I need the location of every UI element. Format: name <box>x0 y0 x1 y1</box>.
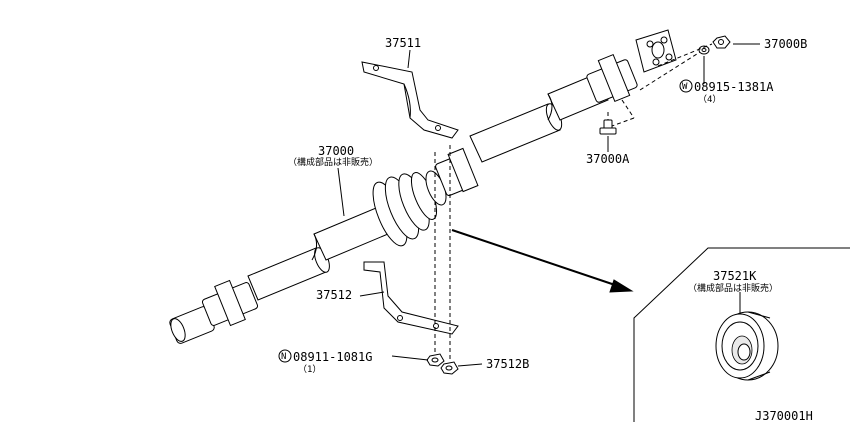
label-nut-symbol: N <box>281 352 286 362</box>
nut-symbol-circle <box>278 349 292 363</box>
label-37000-note: （構成部品は非販売） <box>288 156 378 168</box>
label-37000b: 37000B <box>764 37 807 51</box>
label-37512: 37512 <box>316 288 352 302</box>
bracket-37512 <box>363 261 459 335</box>
label-08915-1381a: 08915-1381A <box>694 80 774 94</box>
nut-37000b <box>712 35 731 49</box>
center-bearing-37521k <box>715 311 779 381</box>
bolt-37000a <box>599 119 617 135</box>
label-08911-1081g: 08911-1081G <box>293 350 372 364</box>
bracket-37511 <box>361 61 459 139</box>
label-37000: 37000 <box>318 144 354 158</box>
label-37521k: 37521K <box>713 269 757 283</box>
center-boot <box>372 172 438 247</box>
label-37511: 37511 <box>385 36 421 50</box>
washer-08915-1381a <box>698 45 710 55</box>
diagram-id: J370001H <box>755 409 813 423</box>
label-nut-qty: （1） <box>298 364 321 375</box>
label-37000a: 37000A <box>586 152 630 166</box>
propeller-shaft <box>169 29 677 344</box>
leader-lines <box>337 43 760 367</box>
nut-08911-1081g <box>426 353 445 367</box>
nut-37512b <box>440 361 459 375</box>
detail-frame <box>633 247 850 422</box>
label-37512b: 37512B <box>486 357 529 371</box>
label-washer-symbol: W <box>682 82 688 92</box>
washer-symbol-circle <box>679 79 693 93</box>
assembly-lines <box>434 43 713 362</box>
label-37521k-note: （構成部品は非販売） <box>688 282 778 294</box>
detail-arrow <box>451 229 634 293</box>
label-washer-qty: （4） <box>698 94 721 105</box>
